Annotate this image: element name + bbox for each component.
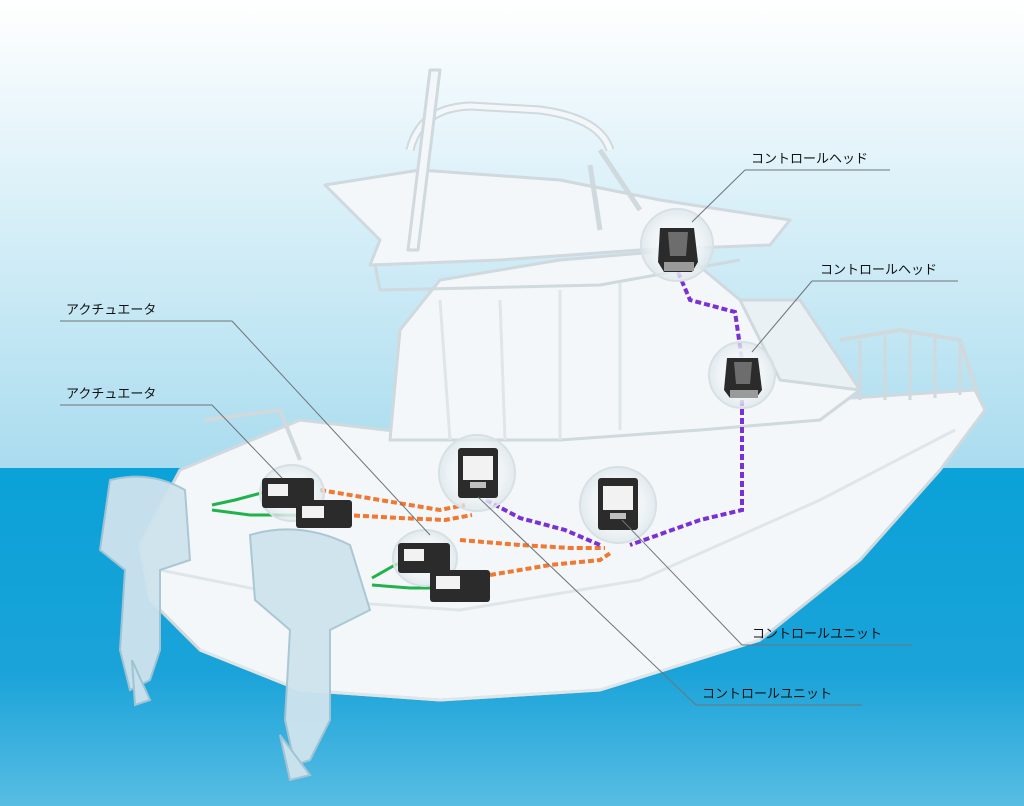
label-control-unit-right: コントロールユニット [752, 627, 883, 642]
cable-orange [319, 488, 614, 577]
control-unit-left [438, 434, 516, 512]
control-unit-right [579, 466, 657, 544]
label-control-unit-left: コントロールユニット [702, 687, 833, 702]
label-actuator-upper: アクチュエータ [66, 303, 157, 318]
control-head-lower [708, 341, 776, 409]
outboard-engine-left [98, 475, 192, 707]
leader-lines [60, 169, 958, 706]
label-control-head-lower: コントロールヘッド [820, 263, 938, 278]
label-control-head-upper: コントロールヘッド [751, 152, 869, 167]
cable-purple [485, 271, 744, 547]
label-actuator-lower: アクチュエータ [66, 387, 157, 402]
actuator-lower-pair [392, 529, 490, 602]
actuator-upper-pair [259, 464, 352, 528]
outboard-engine-right [248, 528, 372, 782]
control-head-upper [640, 208, 714, 282]
